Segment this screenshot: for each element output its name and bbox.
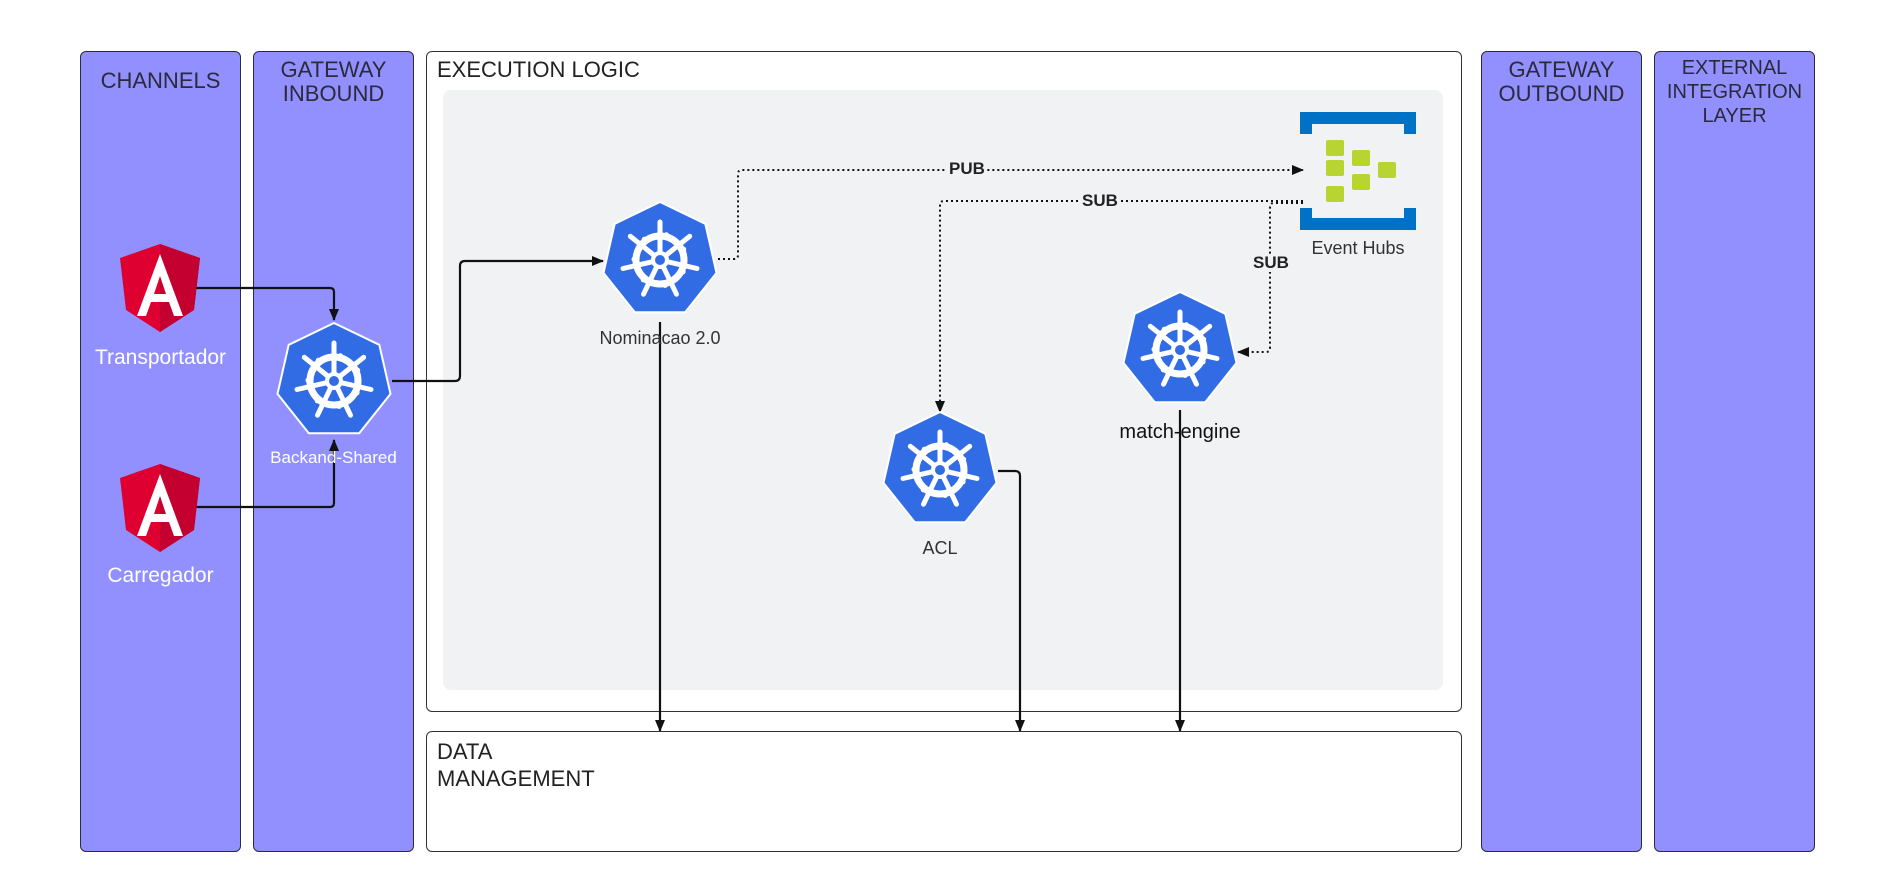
execution-logic-area xyxy=(443,90,1443,690)
data-management-container: DATA MANAGEMENT xyxy=(426,731,1462,852)
edge-pub xyxy=(718,165,1304,260)
nominacao-label: Nominacao 2.0 xyxy=(599,328,721,348)
edge-acl-data xyxy=(998,469,1025,732)
edge-sub-match xyxy=(1237,202,1303,357)
sub-match-label: SUB xyxy=(1251,253,1291,272)
acl-kubernetes-icon xyxy=(882,411,998,524)
gateway-outbound-lane-title: GATEWAY OUTBOUND xyxy=(1498,57,1625,106)
transportador-angular-icon xyxy=(120,244,200,332)
sub-acl-label: SUB xyxy=(1080,191,1120,210)
pub-label: PUB xyxy=(947,159,987,178)
execution-logic-title: EXECUTION LOGIC xyxy=(437,57,640,82)
event-hubs-label: Event Hubs xyxy=(1311,238,1405,258)
backend-shared-label: Backand-Shared xyxy=(270,448,397,467)
match-engine-label: match-engine xyxy=(1119,421,1241,443)
gateway-inbound-lane-title: GATEWAY INBOUND xyxy=(280,57,387,106)
event-hubs-icon xyxy=(1300,112,1416,230)
execution-logic-container: EXECUTION LOGIC xyxy=(426,51,1462,712)
edge-carregador-backend xyxy=(196,439,339,509)
edge-transportador-backend xyxy=(196,286,339,321)
carregador-angular-icon xyxy=(120,464,200,552)
carregador-label: Carregador xyxy=(107,564,214,587)
transportador-label: Transportador xyxy=(94,346,227,369)
acl-label: ACL xyxy=(922,538,958,558)
channels-lane-title: CHANNELS xyxy=(100,68,221,93)
gateway-outbound-lane: GATEWAY OUTBOUND xyxy=(1481,51,1642,852)
data-management-title: DATA MANAGEMENT xyxy=(437,739,595,791)
nominacao-kubernetes-icon xyxy=(602,201,718,314)
match-engine-kubernetes-icon xyxy=(1122,291,1238,404)
channels-lane: CHANNELS xyxy=(80,51,241,852)
edge-sub-acl xyxy=(935,200,1303,413)
external-integration-lane-title: EXTERNAL INTEGRATION LAYER xyxy=(1666,57,1803,127)
external-integration-lane: EXTERNAL INTEGRATION LAYER xyxy=(1654,51,1815,852)
edge-backend-nominacao xyxy=(392,256,604,383)
backend-shared-kubernetes-icon xyxy=(276,322,392,435)
